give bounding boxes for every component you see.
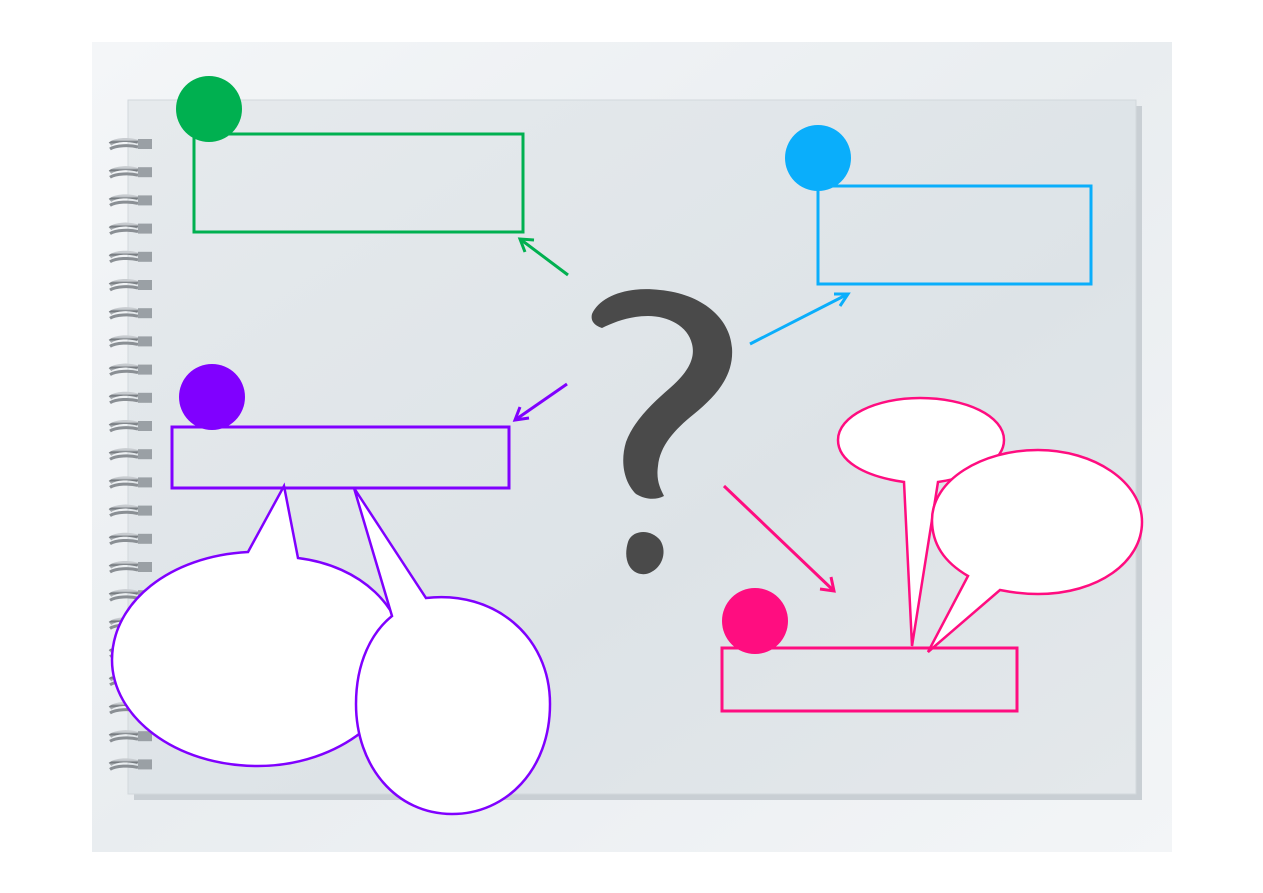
callout-pink-right[interactable] bbox=[926, 448, 1144, 653]
binding-coil bbox=[108, 307, 152, 320]
binding-coil bbox=[108, 758, 152, 771]
binding-coil bbox=[108, 166, 152, 179]
binding-coil bbox=[108, 419, 152, 433]
connector-arrows bbox=[512, 237, 851, 593]
node-green bbox=[176, 76, 525, 234]
node-green-dot bbox=[176, 76, 242, 142]
arrow-to-pink bbox=[722, 484, 836, 593]
binding-coil bbox=[108, 504, 152, 517]
node-blue-box[interactable] bbox=[816, 184, 1093, 286]
callout-purple-right[interactable] bbox=[352, 487, 552, 816]
spiral-binding bbox=[108, 137, 152, 771]
node-blue-dot bbox=[785, 125, 851, 191]
binding-coil bbox=[108, 532, 152, 546]
arrow-to-blue bbox=[749, 292, 851, 346]
binding-coil bbox=[108, 730, 152, 743]
node-purple bbox=[110, 364, 552, 816]
node-pink bbox=[720, 396, 1144, 713]
center-symbol-label: ? bbox=[0, 0, 1, 1]
arrow-to-purple bbox=[512, 382, 568, 422]
binding-coil bbox=[108, 448, 152, 461]
node-purple-dot bbox=[179, 364, 245, 430]
binding-coil bbox=[108, 391, 152, 405]
node-pink-dot bbox=[722, 588, 788, 654]
node-blue bbox=[785, 125, 1093, 286]
question-mark-icon bbox=[591, 289, 733, 575]
arrow-to-green bbox=[517, 237, 569, 277]
binding-coil bbox=[108, 476, 152, 489]
binding-coil bbox=[108, 363, 152, 376]
binding-coil bbox=[108, 222, 152, 235]
node-purple-box[interactable] bbox=[170, 425, 511, 490]
binding-coil bbox=[108, 137, 152, 151]
binding-coil bbox=[108, 250, 152, 264]
node-pink-box[interactable] bbox=[720, 646, 1019, 713]
node-green-box[interactable] bbox=[192, 132, 525, 234]
binding-coil bbox=[108, 560, 152, 574]
binding-coil bbox=[108, 194, 152, 207]
binding-coil bbox=[108, 278, 152, 292]
binding-coil bbox=[108, 335, 152, 348]
